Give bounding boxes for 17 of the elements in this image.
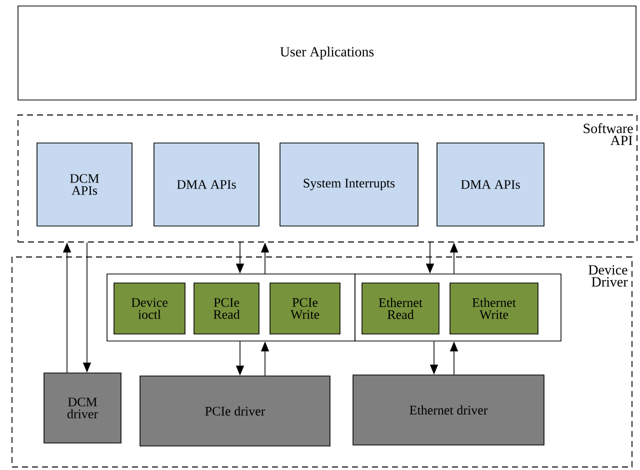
operation-box: Ethernet Write — [450, 282, 538, 334]
driver-box: PCIe driver — [140, 376, 330, 446]
operation-box: Device ioctl — [114, 282, 186, 334]
api-box: DCM APIs — [36, 142, 132, 226]
layer-band — [12, 256, 632, 468]
driver-box: DCM driver — [44, 372, 122, 444]
api-box: DMA APIs — [436, 142, 544, 226]
api-box: DMA APIs — [154, 142, 260, 226]
layer-band — [18, 114, 638, 242]
operation-box: PCIe Read — [194, 282, 260, 334]
operation-box: Ethernet Read — [362, 282, 440, 334]
layer-label: Device Driver — [588, 265, 628, 287]
driver-box: Ethernet driver — [352, 374, 544, 446]
layer-label: Software API — [584, 123, 633, 146]
operation-box: PCIe Write — [270, 282, 340, 334]
api-box: System Interrupts — [280, 142, 418, 226]
application-box: User Aplications — [18, 6, 636, 100]
